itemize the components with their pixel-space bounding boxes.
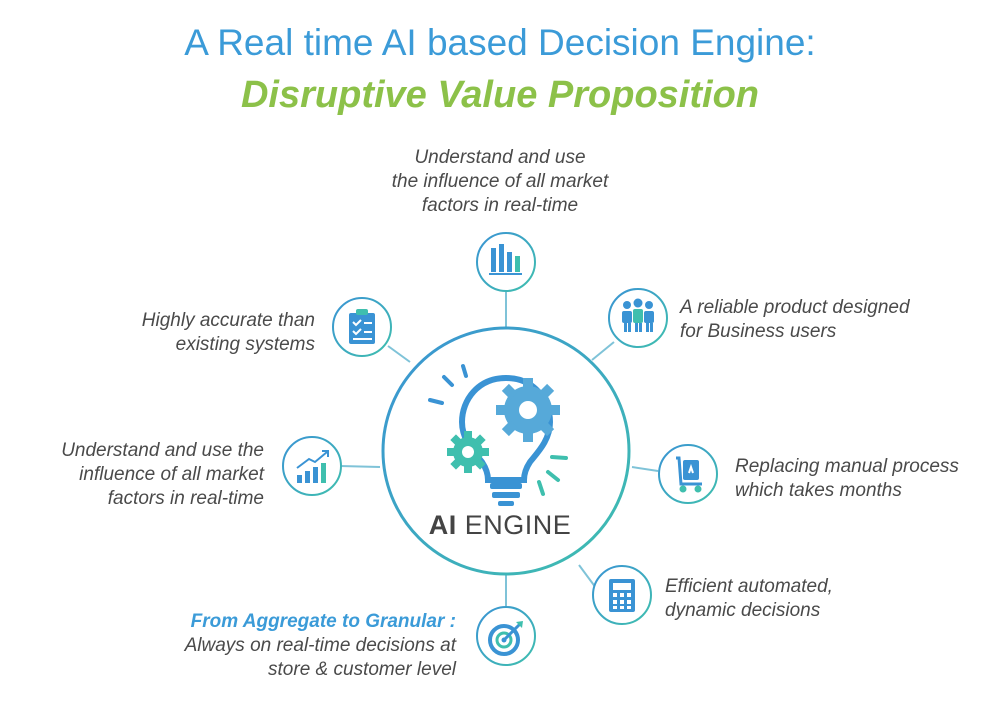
label-bottom-right: Efficient automated, dynamic decisions: [665, 575, 833, 623]
label-bottom-left-line-2: store & customer level: [185, 658, 456, 682]
label-bottom-right-line-2: dynamic decisions: [665, 599, 833, 623]
connector-bottom-right: [579, 565, 596, 588]
label-middle-right-line-2: which takes months: [735, 479, 959, 503]
node-top: [477, 233, 535, 291]
label-bottom-left-heading: From Aggregate to Granular :: [185, 610, 456, 634]
label-top-line-1: Understand and use: [350, 146, 650, 170]
node-middle-right: [659, 445, 717, 503]
label-top: Understand and use the influence of all …: [350, 146, 650, 218]
label-middle-left: Understand and use the influence of all …: [61, 439, 264, 511]
connector-middle-right: [632, 467, 658, 471]
connector-middle-left: [340, 466, 380, 467]
node-middle-left: [283, 437, 341, 495]
label-top-left-line-1: Highly accurate than: [142, 309, 315, 333]
calculator-icon: [609, 579, 635, 612]
label-middle-left-line-2: influence of all market: [61, 463, 264, 487]
node-bottom-right: [593, 566, 651, 624]
label-bottom-right-line-1: Efficient automated,: [665, 575, 833, 599]
label-top-right: A reliable product designed for Business…: [680, 296, 910, 344]
label-bottom-left: From Aggregate to Granular : Always on r…: [185, 610, 456, 682]
node-bottom-left: [477, 607, 535, 665]
label-top-line-3: factors in real-time: [350, 194, 650, 218]
ai-engine-label: AI ENGINE: [395, 510, 605, 541]
label-top-left: Highly accurate than existing systems: [142, 309, 315, 357]
label-top-line-2: the influence of all market: [350, 170, 650, 194]
label-top-left-line-2: existing systems: [142, 333, 315, 357]
label-top-right-line-2: for Business users: [680, 320, 910, 344]
ai-engine-label-bold: AI: [429, 510, 457, 540]
label-bottom-left-line-1: Always on real-time decisions at: [185, 634, 456, 658]
connector-top-right: [592, 342, 614, 360]
ai-engine-label-rest: ENGINE: [457, 510, 572, 540]
node-top-left: [333, 298, 391, 356]
connector-top-left: [388, 346, 410, 362]
label-middle-left-line-1: Understand and use the: [61, 439, 264, 463]
label-top-right-line-1: A reliable product designed: [680, 296, 910, 320]
label-middle-right: Replacing manual process which takes mon…: [735, 455, 959, 503]
clipboard-checklist-icon: [349, 309, 375, 344]
node-top-right: [609, 289, 667, 347]
label-middle-left-line-3: factors in real-time: [61, 487, 264, 511]
label-middle-right-line-1: Replacing manual process: [735, 455, 959, 479]
